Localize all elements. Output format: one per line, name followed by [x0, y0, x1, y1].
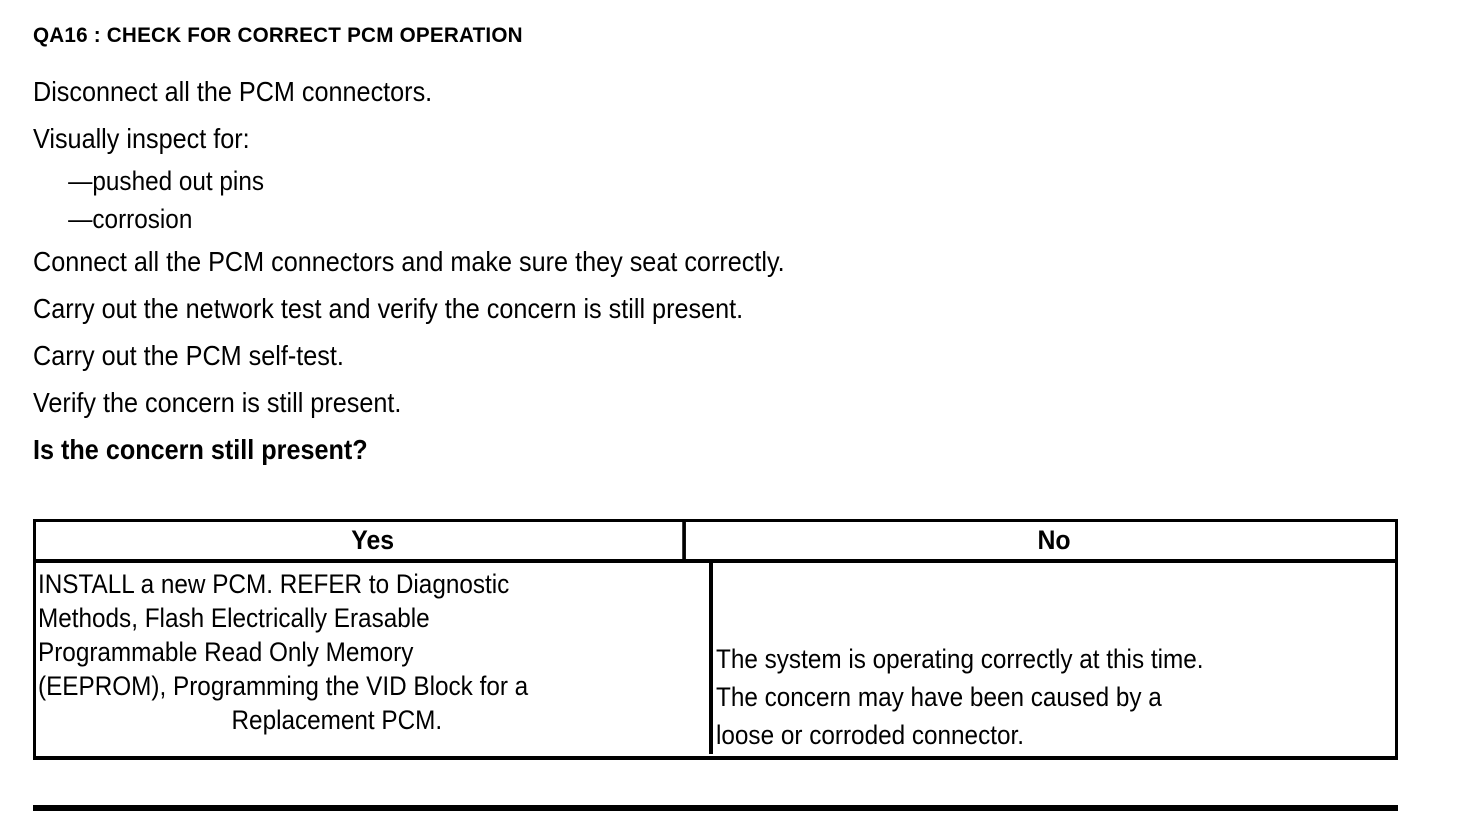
- sublist-item: —corrosion: [68, 204, 193, 234]
- table-row: INSTALL a new PCM. REFER to Diagnostic M…: [36, 563, 1395, 754]
- table-cell-yes: INSTALL a new PCM. REFER to Diagnostic M…: [36, 563, 713, 754]
- no-cell-line: loose or corroded connector.: [716, 720, 1024, 750]
- decision-question: Is the concern still present?: [33, 434, 368, 465]
- step-line: Connect all the PCM connectors and make …: [33, 246, 785, 277]
- yes-cell-line: Replacement PCM.: [231, 705, 443, 735]
- table-header-yes: Yes: [63, 522, 686, 559]
- step-line: Verify the concern is still present.: [33, 387, 402, 418]
- bottom-divider: [33, 805, 1398, 811]
- table-cell-no: The system is operating correctly at thi…: [713, 563, 1395, 754]
- yes-cell-line: (EEPROM), Programming the VID Block for …: [38, 671, 529, 701]
- sublist-item: —pushed out pins: [68, 166, 264, 196]
- step-line: Disconnect all the PCM connectors.: [33, 76, 433, 107]
- procedure-steps: Disconnect all the PCM connectors. Visua…: [33, 68, 1393, 473]
- table-header-row: Yes No: [36, 522, 1395, 563]
- no-cell-line: The system is operating correctly at thi…: [716, 644, 1204, 674]
- step-line: Carry out the network test and verify th…: [33, 293, 744, 324]
- page-title: QA16 : CHECK FOR CORRECT PCM OPERATION: [33, 24, 523, 47]
- yes-cell-line: INSTALL a new PCM. REFER to Diagnostic: [38, 569, 510, 599]
- decision-table: Yes No INSTALL a new PCM. REFER to Diagn…: [33, 519, 1398, 760]
- step-line: Carry out the PCM self-test.: [33, 340, 344, 371]
- yes-cell-text: INSTALL a new PCM. REFER to Diagnostic M…: [38, 567, 738, 737]
- table-header-no: No: [1037, 525, 1071, 555]
- inspect-sublist: —pushed out pins —corrosion: [33, 162, 1393, 238]
- step-line: Visually inspect for:: [33, 123, 250, 154]
- yes-cell-line: Methods, Flash Electrically Erasable: [38, 603, 430, 633]
- no-cell-line: The concern may have been caused by a: [716, 682, 1162, 712]
- yes-cell-line: Programmable Read Only Memory: [38, 637, 414, 667]
- no-cell-text: The system is operating correctly at thi…: [716, 640, 1416, 754]
